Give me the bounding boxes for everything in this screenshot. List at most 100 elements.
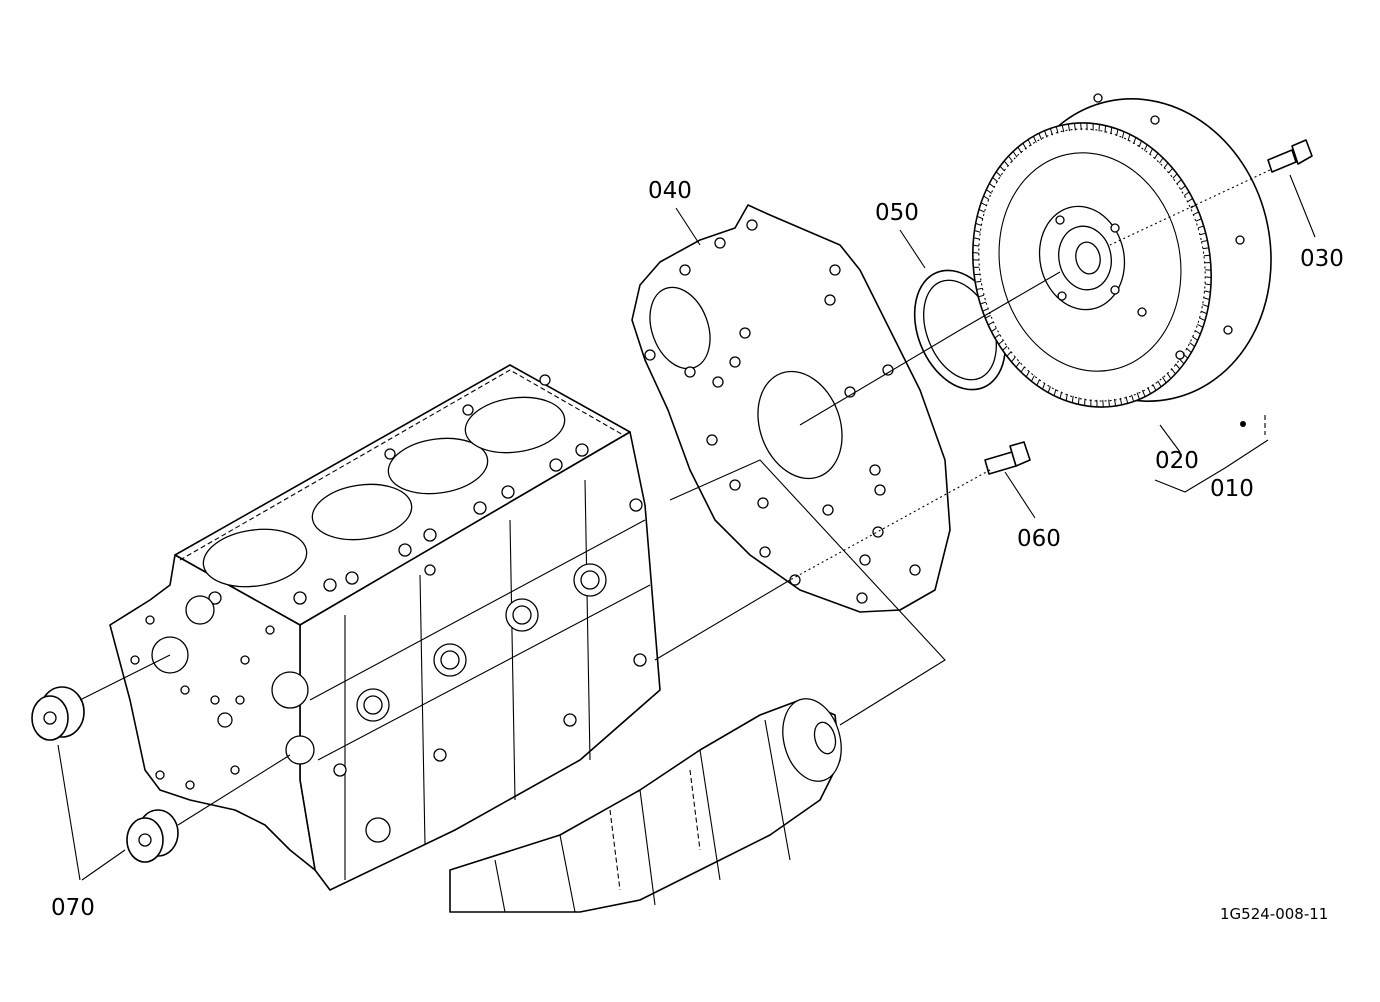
gear-tooth: [1186, 347, 1192, 353]
gear-tooth: [1201, 239, 1208, 243]
gear-tooth: [1053, 388, 1057, 396]
gear-tooth: [1044, 130, 1048, 138]
gear-tooth: [972, 251, 979, 254]
gear-tooth: [1163, 162, 1169, 169]
gear-tooth: [1166, 372, 1172, 379]
gear-tooth: [1008, 155, 1014, 162]
gear-tooth: [1017, 146, 1023, 154]
label-010: 010: [1210, 476, 1254, 502]
label-050: 050: [875, 200, 919, 226]
gear-tooth: [1003, 160, 1009, 167]
gear-tooth: [1015, 361, 1021, 368]
gear-tooth: [1152, 383, 1157, 391]
label-070: 070: [51, 895, 95, 921]
gear-tooth: [1077, 397, 1080, 405]
gear-tooth: [1002, 345, 1008, 351]
label-020: 020: [1155, 448, 1199, 474]
gear-tooth: [982, 308, 989, 312]
gear-tooth: [1067, 123, 1071, 132]
gear-tooth: [980, 202, 987, 207]
gear-tooth: [1195, 218, 1202, 222]
gear-tooth: [983, 195, 990, 200]
bolt-060: [984, 441, 1031, 475]
gear-tooth: [985, 314, 991, 319]
gear-tooth: [1038, 133, 1043, 141]
gear-tooth: [1154, 152, 1159, 160]
gear-tooth: [987, 321, 994, 326]
gear-tooth: [1159, 157, 1164, 164]
gear-tooth: [1059, 391, 1063, 399]
gear-tooth: [1197, 323, 1204, 328]
gear-tooth: [1157, 380, 1162, 388]
plug-lower: [126, 809, 179, 863]
gear-tooth: [1116, 129, 1119, 137]
gear-tooth: [1149, 148, 1154, 155]
gear-tooth: [1071, 395, 1074, 403]
gear-tooth: [1147, 387, 1152, 394]
gear-tooth: [972, 244, 980, 247]
gear-tooth: [994, 333, 1001, 339]
gear-tooth: [986, 189, 992, 194]
gear-tooth: [1036, 379, 1041, 386]
gear-tooth: [1125, 396, 1129, 404]
gear-tooth: [1180, 185, 1186, 191]
gear-tooth: [974, 230, 981, 233]
gear-tooth: [1030, 375, 1035, 382]
gear-tooth: [1187, 198, 1193, 203]
gear-tooth: [1121, 131, 1125, 139]
gear-tooth: [1202, 304, 1209, 308]
gear-tooth: [1178, 358, 1185, 365]
gear-tooth: [976, 215, 984, 220]
gear-tooth: [975, 222, 982, 226]
gear-tooth: [1161, 376, 1167, 384]
flywheel: [972, 93, 1272, 408]
gear-tooth: [1055, 126, 1059, 134]
gear-tooth: [1175, 363, 1181, 370]
bolt-030: [1267, 139, 1313, 173]
gear-tooth: [999, 165, 1006, 172]
gear-tooth: [1205, 276, 1212, 279]
gear-tooth: [1197, 225, 1204, 229]
gear-tooth: [1042, 382, 1046, 390]
gear-tooth: [1080, 122, 1082, 131]
gear-tooth: [1065, 393, 1068, 401]
gear-tooth: [1110, 127, 1113, 135]
gear-tooth: [1189, 342, 1195, 347]
ring-gear-teeth: [972, 122, 1212, 408]
label-040: 040: [648, 178, 692, 204]
gear-tooth: [1194, 330, 1201, 335]
gear-tooth: [1102, 399, 1104, 408]
engine-block: [109, 364, 661, 891]
gear-tooth: [1108, 399, 1110, 407]
flywheel-housing-plate: [631, 204, 951, 613]
gear-tooth: [1127, 134, 1131, 142]
gear-tooth: [1183, 191, 1190, 197]
gear-tooth: [991, 327, 997, 332]
gear-tooth: [1204, 290, 1211, 293]
gear-tooth: [1012, 151, 1018, 158]
gear-tooth: [992, 177, 998, 183]
gear-tooth: [1027, 139, 1032, 147]
label-030: 030: [1300, 246, 1344, 272]
gear-tooth: [1136, 392, 1140, 400]
gear-tooth: [1022, 142, 1027, 150]
gear-tooth: [1113, 398, 1117, 407]
gear-tooth: [1170, 368, 1176, 375]
gear-tooth: [1006, 351, 1012, 357]
gear-tooth: [1193, 211, 1199, 216]
crankshaft: [449, 698, 842, 913]
gear-tooth: [1200, 310, 1208, 315]
gear-tooth: [1176, 179, 1182, 185]
gear-tooth: [1138, 140, 1142, 148]
gear-tooth: [978, 208, 985, 213]
gear-tooth: [1049, 128, 1053, 136]
gear-tooth: [1141, 389, 1146, 397]
gear-tooth: [1074, 123, 1076, 131]
gear-tooth: [1172, 173, 1178, 179]
label-060: 060: [1017, 526, 1061, 552]
gear-tooth: [1182, 353, 1189, 359]
gear-tooth: [976, 287, 983, 291]
gear-tooth: [1104, 125, 1107, 133]
